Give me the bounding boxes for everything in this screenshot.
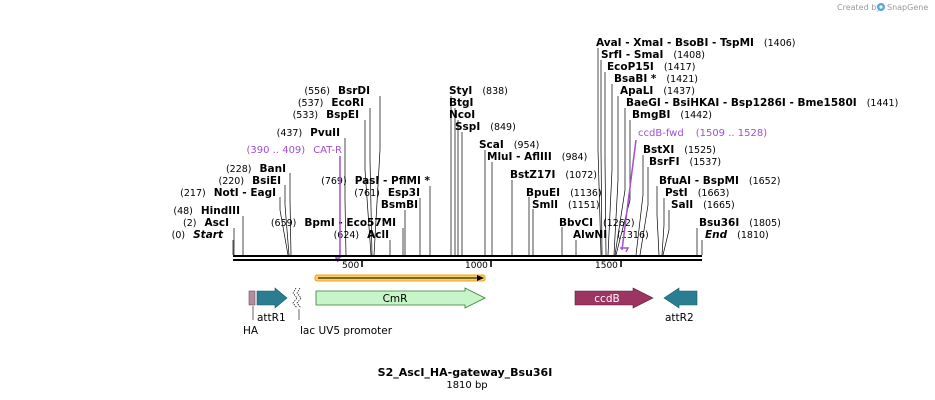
enzyme-label: (537)EcoRI — [298, 97, 364, 109]
enzyme-label: SmlI(1151) — [532, 199, 600, 211]
enzyme-label: StyI(838) — [449, 85, 508, 97]
enzyme-label: AvaI - XmaI - BsoBI - TspMI(1406) — [596, 37, 796, 49]
site-line — [279, 197, 289, 256]
ruler-tick-label: 1500 — [595, 261, 618, 271]
site-line — [661, 198, 665, 256]
primer-arrow — [620, 247, 630, 253]
ruler-tick-label: 1000 — [465, 261, 488, 271]
enzyme-label: BsrFI(1537) — [649, 156, 721, 168]
enzyme-label: BsmBI — [381, 199, 418, 211]
enzyme-label: BmgBI(1442) — [632, 109, 712, 121]
site-line — [613, 96, 619, 256]
ccdb-feature — [574, 287, 654, 309]
enzyme-label: (533)BspEI — [293, 109, 359, 121]
sequence-strand-bottom — [233, 259, 702, 261]
sequence-strand-top — [233, 255, 702, 257]
enzyme-label: BaeGI - BsiHKAI - Bsp1286I - Bme1580I(14… — [626, 97, 898, 109]
enzyme-label: ScaI(954) — [479, 139, 539, 151]
attr1-feature — [256, 287, 288, 309]
ha-tag-feature — [248, 290, 256, 306]
enzyme-label: NcoI — [449, 109, 475, 121]
site-line — [369, 108, 373, 256]
end-marker-label: End(1810) — [705, 229, 769, 241]
enzyme-label: BbvCI(1262) — [559, 217, 635, 229]
enzyme-label: PstI(1663) — [665, 187, 729, 199]
credit-prefix: Created by — [837, 3, 881, 12]
lac-uv5-promoter-feature — [292, 287, 302, 309]
site-line — [615, 120, 631, 256]
enzyme-label: BtgI — [449, 97, 473, 109]
cmr-feature — [315, 287, 486, 309]
enzyme-label: BstZ17I(1072) — [510, 169, 597, 181]
ruler-tick-label: 500 — [342, 261, 359, 271]
enzyme-label: ApaLI(1437) — [620, 85, 695, 97]
enzyme-label: Bsu36I(1805) — [699, 217, 781, 229]
orf-arrow — [314, 274, 486, 282]
site-line — [600, 60, 603, 256]
ha-label: HA — [243, 325, 259, 337]
enzyme-label-group: AvaI - XmaI - BsoBI - TspMI(1406) SrfI -… — [172, 37, 899, 241]
enzyme-label: AlwNI(1316) — [573, 229, 649, 241]
enzyme-label: (220)BsiEI — [219, 175, 281, 187]
site-line — [604, 72, 607, 256]
site-line — [635, 155, 644, 256]
enzyme-label: BpuEI(1136) — [526, 187, 602, 199]
attr1-label: attR1 — [257, 312, 286, 324]
map-length: 1810 bp — [446, 380, 487, 391]
primer-line — [621, 139, 637, 251]
enzyme-label: SspI(849) — [455, 121, 516, 133]
ruler: 500 1000 1500 — [342, 261, 622, 271]
enzyme-label: BsaBI *(1421) — [614, 73, 698, 85]
enzyme-label: (624)AclI — [334, 229, 389, 241]
cmr-label: CmR — [383, 293, 408, 305]
attr2-label: attR2 — [665, 312, 694, 324]
site-line — [614, 108, 626, 256]
site-line — [662, 210, 670, 256]
enzyme-label: SalI(1665) — [671, 199, 735, 211]
site-line — [289, 173, 292, 256]
site-line — [373, 96, 381, 256]
primer-ccdb-fwd: ccdB-fwd(1509 .. 1528) — [620, 128, 767, 253]
enzyme-label: (217)NotI - EagI — [180, 187, 276, 199]
enzyme-label: (556)BsrDI — [304, 85, 370, 97]
enzyme-label: (761)Esp3I — [354, 187, 420, 199]
enzyme-label: BfuAI - BspMI(1652) — [659, 175, 780, 187]
enzyme-label: (659)BpmI - Eco57MI — [271, 217, 396, 229]
snapgene-logo-icon — [877, 3, 885, 11]
primer-label: ccdB-fwd(1509 .. 1528) — [638, 128, 767, 139]
enzyme-label: (769)PasI - PflMI * — [321, 175, 430, 187]
enzyme-label: (2)AscI — [183, 217, 229, 229]
lac-uv5-promoter-label: lac UV5 promoter — [300, 325, 393, 337]
site-line — [344, 138, 347, 256]
ccdb-label: ccdB — [594, 293, 619, 305]
enzyme-label: BstXI(1525) — [643, 144, 716, 156]
map-title: S2_AscI_HA-gateway_Bsu36I — [378, 366, 553, 379]
attr2-feature — [663, 287, 698, 309]
site-line — [284, 185, 290, 256]
credit-brand: SnapGene — [887, 3, 928, 12]
site-line — [639, 167, 649, 256]
site-line — [364, 120, 372, 256]
site-line — [607, 84, 613, 256]
enzyme-label: (437)PvuII — [277, 127, 340, 139]
site-line — [656, 186, 660, 256]
enzyme-site-lines — [232, 48, 703, 256]
start-marker-label: (0)Start — [172, 229, 224, 241]
primer-label: (390 .. 409)CAT-R — [247, 145, 343, 156]
site-line — [597, 48, 602, 256]
enzyme-label: (48)HindIII — [173, 205, 240, 217]
enzyme-label: (228)BanI — [226, 163, 286, 175]
enzyme-label: MluI - AflIII(984) — [487, 151, 587, 163]
enzyme-label: SrfI - SmaI(1408) — [601, 49, 705, 61]
enzyme-label: EcoP15I(1417) — [607, 61, 695, 73]
